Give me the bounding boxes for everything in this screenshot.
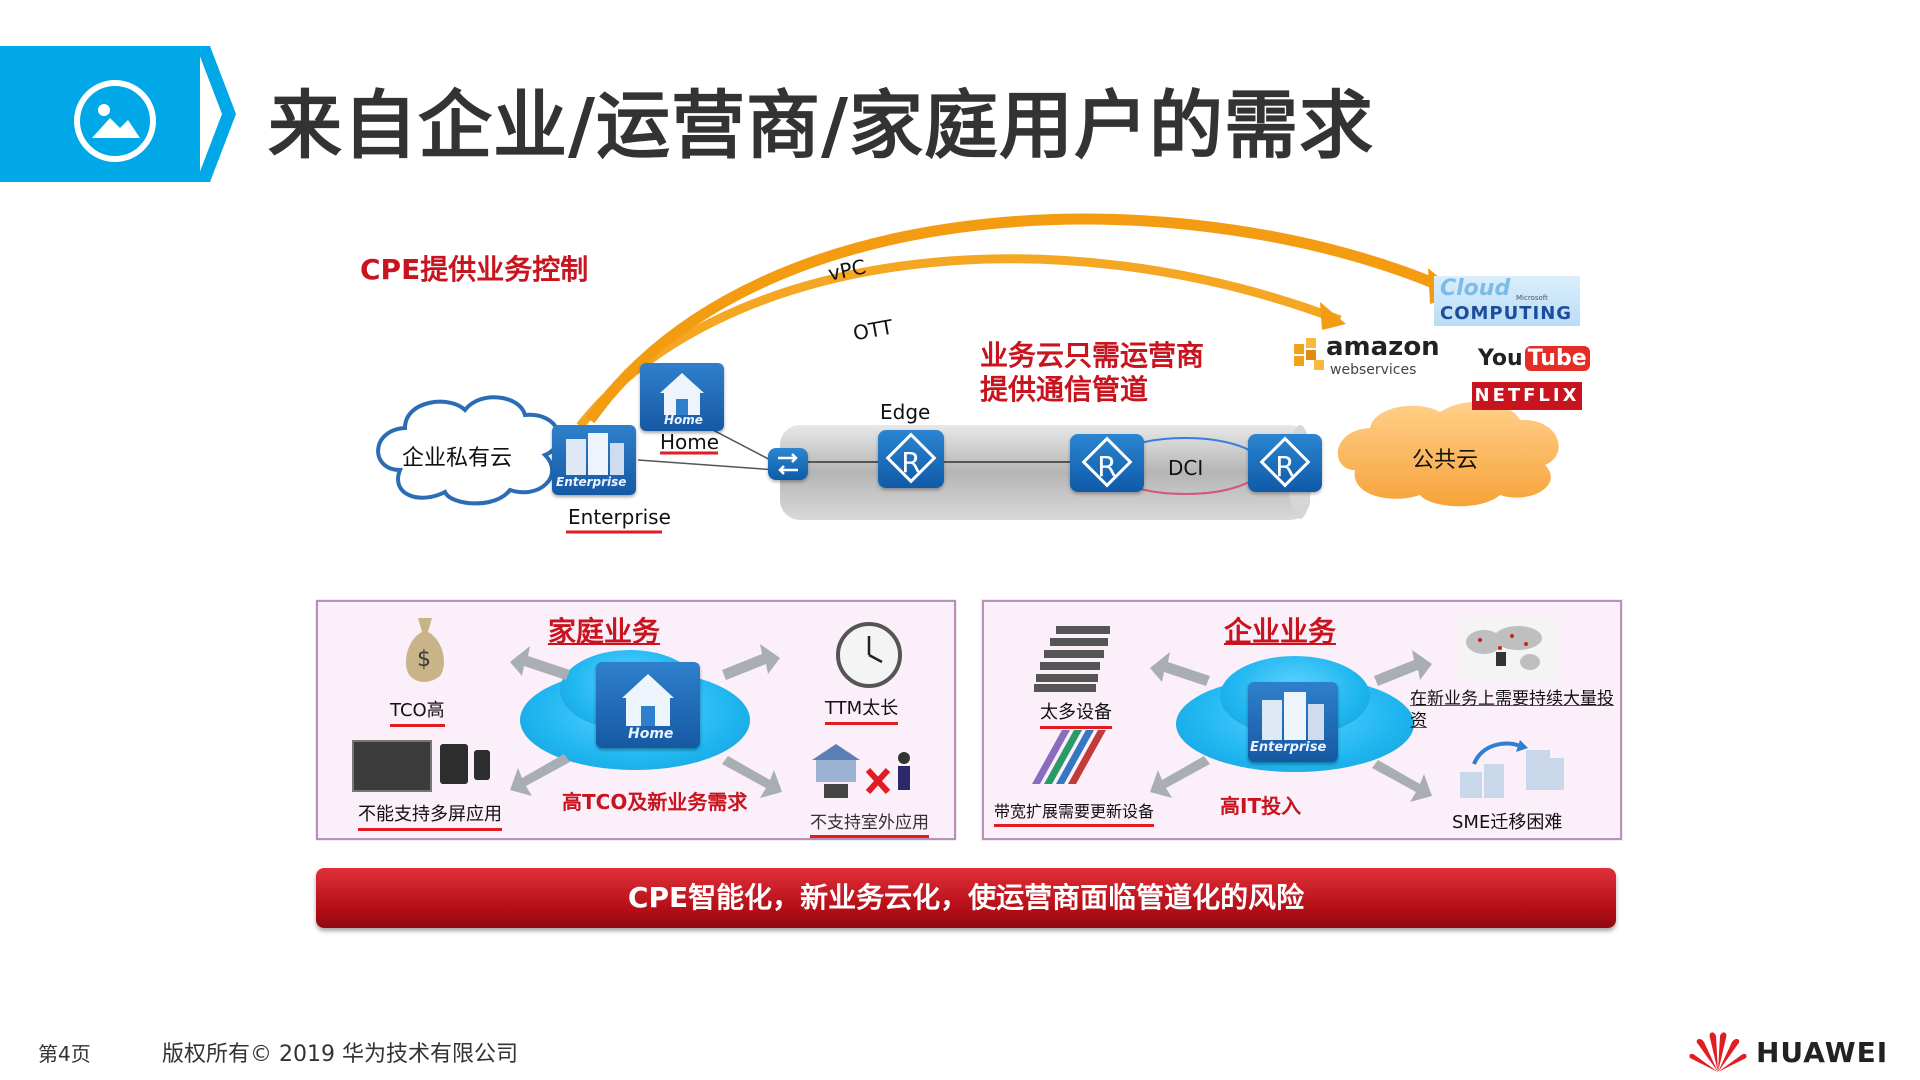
enterprise-panel-title: 企业业务 xyxy=(1224,615,1337,648)
home-arrows xyxy=(510,644,782,798)
home-center-icon: Home xyxy=(596,662,700,748)
bandwidth-icon xyxy=(1022,726,1118,786)
operator-note-line1: 业务云只需运营商 xyxy=(980,339,1205,372)
new-business-label: 在新业务上需要持续大量投资 xyxy=(1410,689,1614,731)
enterprise-arrows xyxy=(1150,650,1432,802)
cpe-switch-icon xyxy=(768,448,808,480)
enterprise-center-caption: 高IT投入 xyxy=(1220,794,1302,818)
dci-router-left-icon: R xyxy=(1070,434,1144,492)
picture-icon xyxy=(74,80,156,162)
operator-note-line2: 提供通信管道 xyxy=(980,373,1149,406)
pipe xyxy=(780,425,1310,520)
public-cloud-shape xyxy=(1337,401,1559,507)
page-number: 第4页 xyxy=(38,1042,91,1066)
tco-label: TCO高 xyxy=(390,696,445,727)
dci-label: DCI xyxy=(1168,456,1204,480)
edge-label: Edge xyxy=(880,400,931,424)
clock-icon xyxy=(836,622,902,688)
sme-label: SME迁移困难 xyxy=(1452,812,1563,833)
home-label: Home xyxy=(660,430,720,454)
multi-screen-devices-icon xyxy=(352,736,494,792)
home-center-caption: 高TCO及新业务需求 xyxy=(562,790,748,814)
svg-text:$: $ xyxy=(417,647,431,672)
outdoor-label: 不支持室外应用 xyxy=(810,808,929,838)
dci-router-right-icon: R xyxy=(1248,434,1322,492)
enterprise-center-icon: Enterprise xyxy=(1248,682,1338,762)
title-chevron xyxy=(196,46,236,182)
private-cloud-label: 企业私有云 xyxy=(402,446,513,471)
home-house-icon: Home xyxy=(640,363,724,431)
amazon-webservices-logo: amazon webservices xyxy=(1292,330,1440,382)
home-panel-title: 家庭业务 xyxy=(548,615,661,648)
cloud-computing-logo: Cloud Microsoft COMPUTING xyxy=(1434,276,1580,326)
ttm-label: TTM太长 xyxy=(825,694,899,725)
cpe-label: CPE提供业务控制 xyxy=(360,253,589,286)
money-bag-icon: $ xyxy=(400,614,450,684)
risk-banner: CPE智能化，新业务云化，使运营商面临管道化的风险 xyxy=(316,868,1616,928)
vpc-curve xyxy=(585,213,1453,424)
device-stack-icon xyxy=(1032,622,1118,694)
bandwidth-label: 带宽扩展需要更新设备 xyxy=(994,798,1155,827)
sme-migration-icon xyxy=(1456,734,1568,802)
too-many-devices-label: 太多设备 xyxy=(1040,698,1112,729)
public-cloud-label: 公共云 xyxy=(1412,448,1479,473)
enterprise-building-icon: Enterprise xyxy=(552,425,636,495)
multiscreen-label: 不能支持多屏应用 xyxy=(358,800,502,831)
huawei-logo-icon xyxy=(1688,1030,1748,1074)
world-map-icon xyxy=(1460,618,1558,680)
netflix-logo: NETFLIX xyxy=(1472,382,1582,410)
edge-router-icon: R xyxy=(878,430,944,488)
huawei-brand-text: HUAWEI xyxy=(1756,1036,1889,1069)
copyright-text: 版权所有© 2019 华为技术有限公司 xyxy=(162,1042,518,1067)
page-title: 来自企业/运营商/家庭用户的需求 xyxy=(268,83,1375,169)
enterprise-label: Enterprise xyxy=(568,505,671,529)
outdoor-app-icon xyxy=(806,740,922,802)
